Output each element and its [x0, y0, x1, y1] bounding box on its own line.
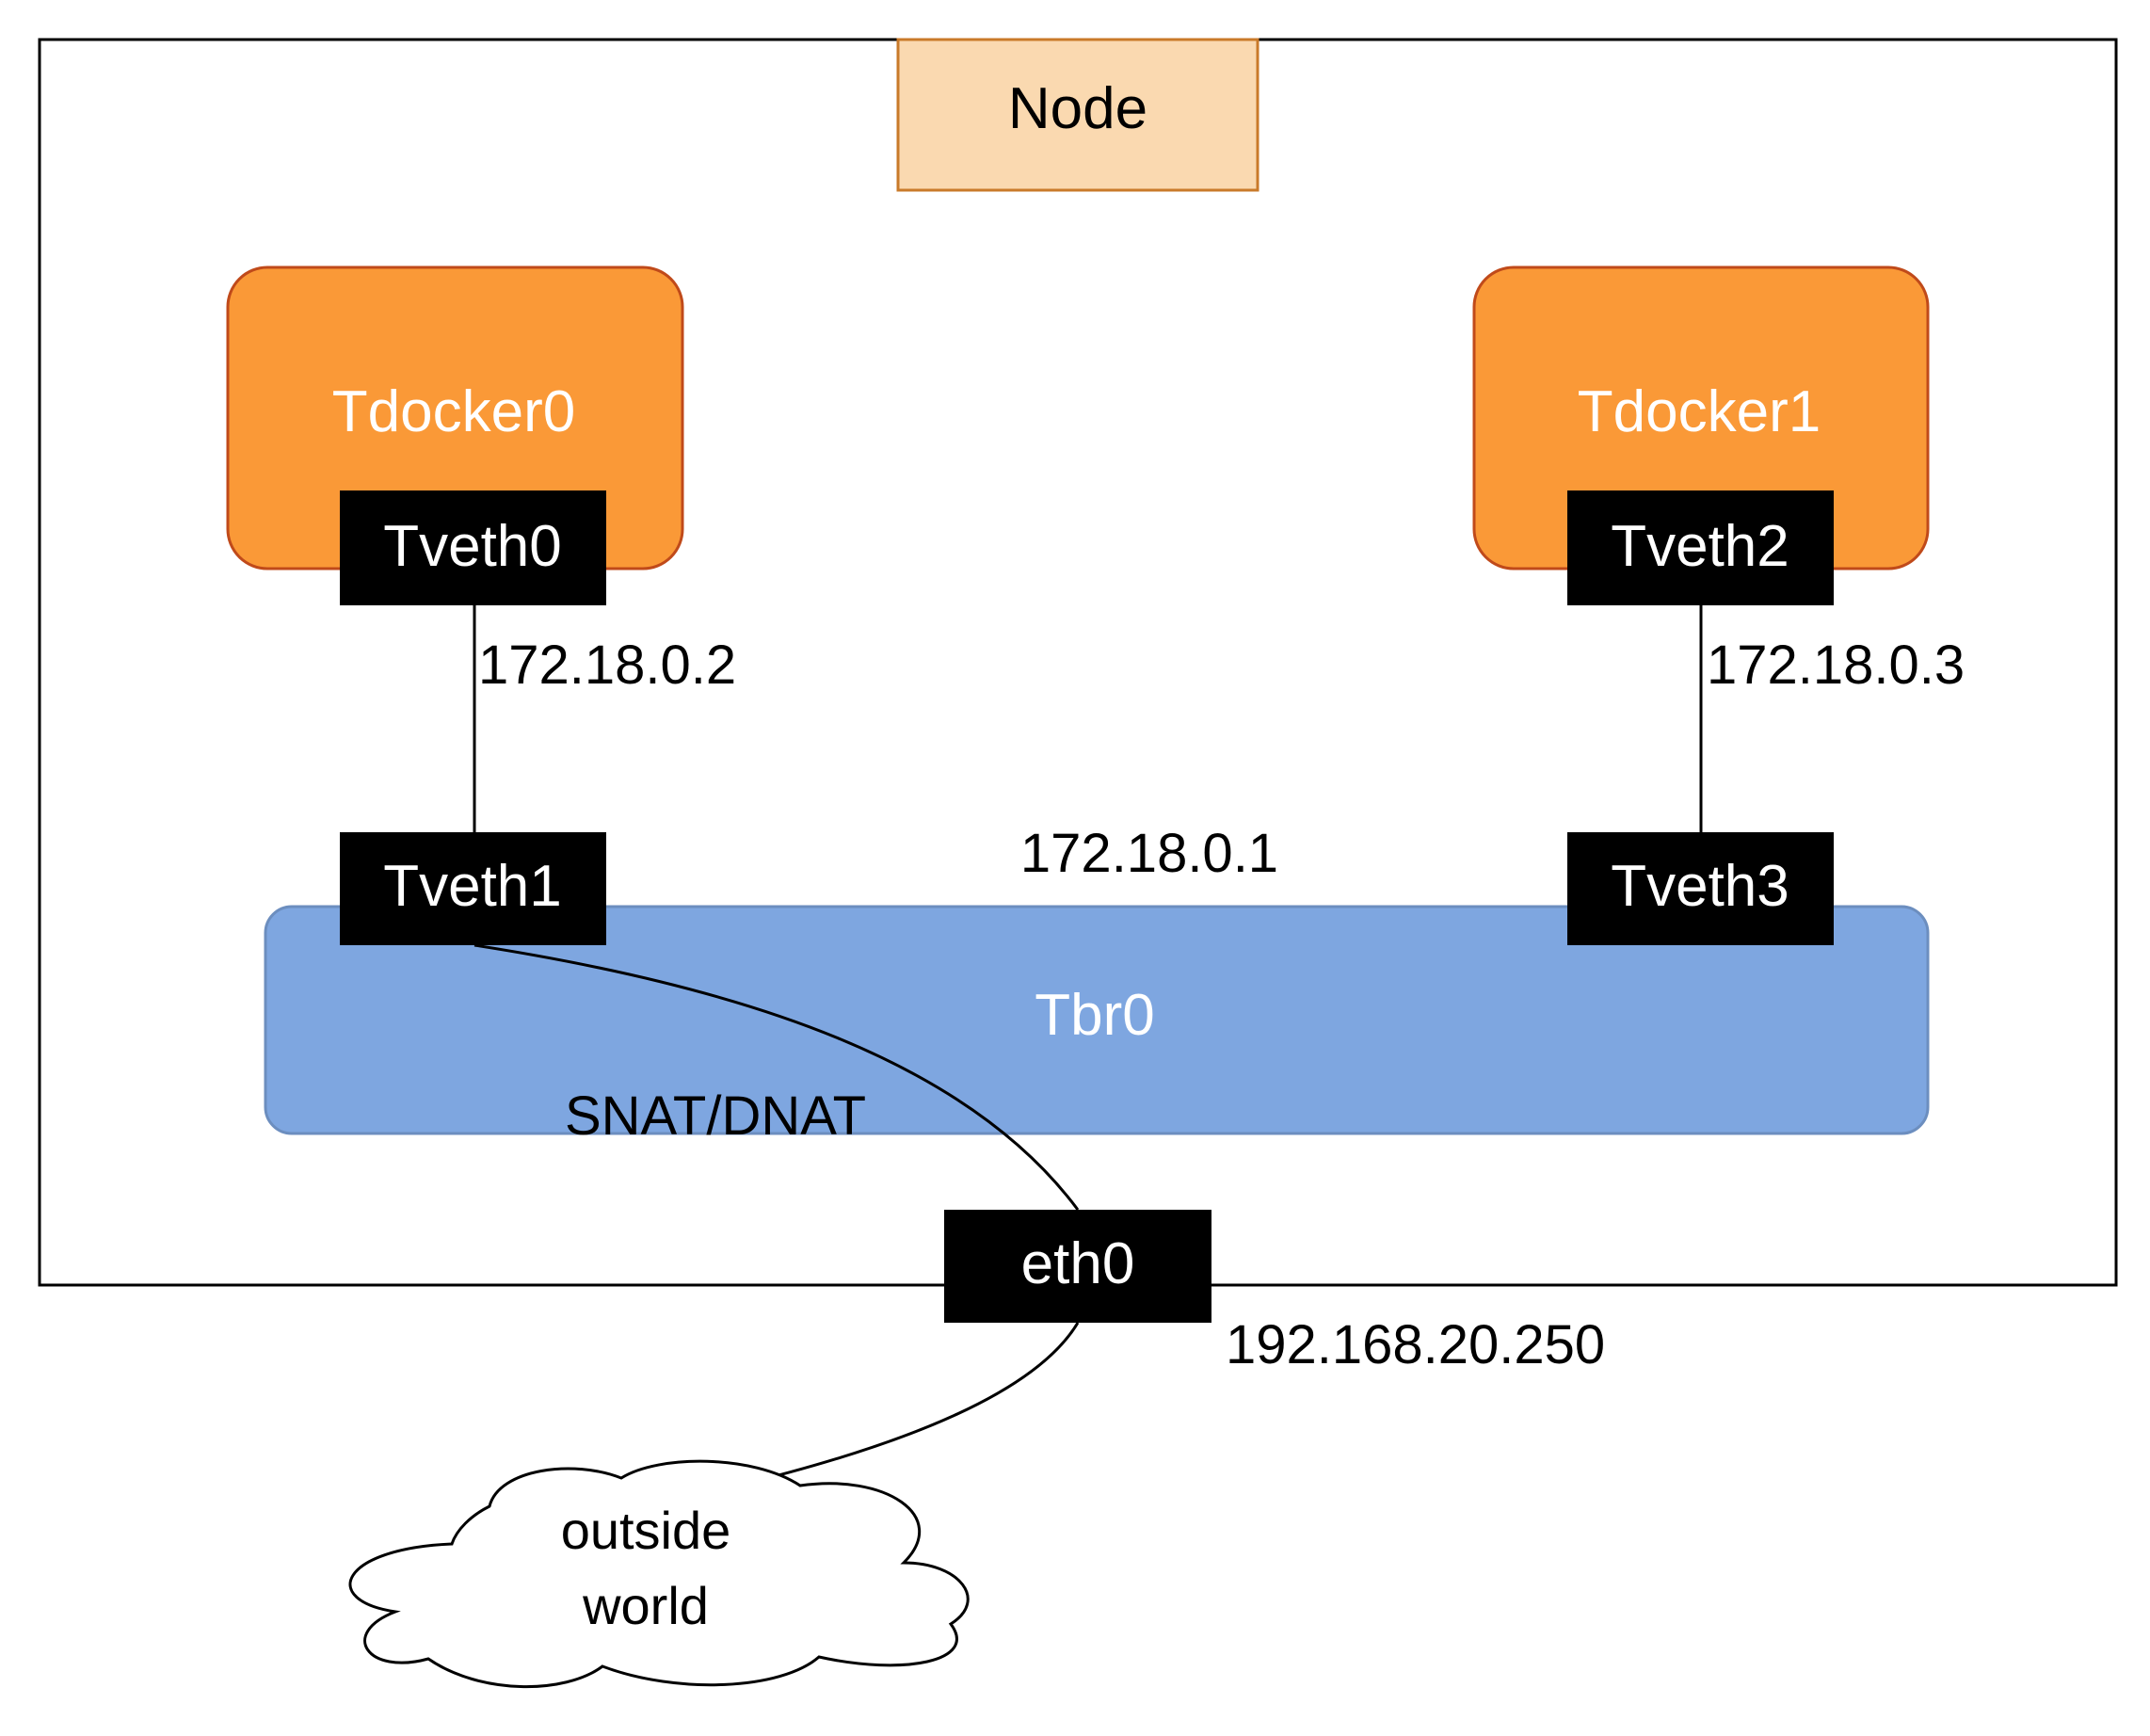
interface-tveth0: [340, 490, 606, 605]
tveth2-ip: 172.18.0.3: [1707, 635, 1965, 696]
egress-arrow: [736, 1322, 1080, 1489]
interface-tveth0-label: Tveth0: [383, 514, 562, 579]
interface-tveth3: [1567, 832, 1834, 945]
tveth0-ip: 172.18.0.2: [478, 635, 736, 696]
nat-path: [473, 943, 1080, 1211]
interface-eth0-label: eth0: [1021, 1231, 1135, 1296]
container-tdocker1-label: Tdocker1: [1578, 379, 1821, 444]
eth0-ip: 192.168.20.250: [1226, 1314, 1605, 1375]
interface-tveth1: [340, 832, 606, 945]
outside-world-cloud: [348, 1459, 970, 1689]
nat-label: SNAT/DNAT: [565, 1085, 866, 1147]
interface-tveth3-label: Tveth3: [1611, 854, 1789, 919]
bridge-ip: 172.18.0.1: [1020, 823, 1278, 884]
bridge-tbr0-label: Tbr0: [1035, 983, 1154, 1048]
cloud-label-line1: outside: [561, 1501, 731, 1560]
bridge-tbr0: [264, 905, 1930, 1135]
interface-eth0: [944, 1210, 1211, 1323]
interface-tveth2-label: Tveth2: [1611, 514, 1789, 579]
interface-tveth2: [1567, 490, 1834, 605]
interface-tveth1-label: Tveth1: [383, 854, 562, 919]
node-title: Node: [1008, 76, 1147, 141]
container-tdocker0-label: Tdocker0: [332, 379, 575, 444]
cloud-label-line2: world: [582, 1576, 709, 1635]
node-title-box: [896, 38, 1260, 192]
